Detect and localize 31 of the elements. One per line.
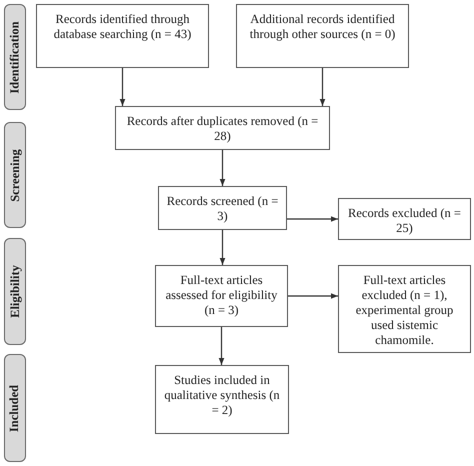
phase-band bbox=[4, 238, 26, 345]
process-box bbox=[155, 265, 288, 327]
arrow bbox=[218, 327, 224, 365]
phase-label: Eligibility bbox=[8, 265, 22, 318]
arrow bbox=[288, 293, 338, 299]
phase-label: Included bbox=[8, 384, 22, 432]
process-box bbox=[158, 186, 287, 230]
process-box bbox=[338, 265, 471, 353]
arrow bbox=[320, 68, 326, 106]
arrow bbox=[220, 230, 226, 265]
process-box bbox=[236, 4, 409, 68]
box-text: Records screened (n = 3) bbox=[166, 194, 280, 224]
box-text: Full-text articles excluded (n = 1), experimental group used sistemic chamomile. bbox=[354, 273, 454, 348]
box-text: Records excluded (n = 25) bbox=[347, 206, 462, 236]
phase-label: Screening bbox=[8, 148, 22, 202]
box-text: Studies included in qualitative synthesis (n = 2) bbox=[163, 373, 281, 418]
process-box bbox=[155, 365, 289, 434]
arrow bbox=[287, 216, 338, 222]
arrow bbox=[220, 150, 226, 186]
box-text: Full-text articles assessed for eligibility (n = 3) bbox=[164, 273, 278, 318]
phase-band bbox=[4, 122, 26, 228]
box-text: Additional records identified through other sources (n = 0) bbox=[248, 12, 396, 42]
box-text: Records after duplicates removed (n = 28) bbox=[126, 114, 320, 144]
process-box bbox=[36, 4, 209, 68]
arrow bbox=[120, 68, 126, 106]
process-box bbox=[338, 198, 471, 240]
phase-label: Identification bbox=[8, 20, 22, 94]
phase-band bbox=[4, 4, 26, 110]
box-text: Records identified through database searching (n = 43) bbox=[52, 12, 192, 42]
process-box bbox=[115, 106, 330, 150]
phase-band bbox=[4, 354, 26, 462]
